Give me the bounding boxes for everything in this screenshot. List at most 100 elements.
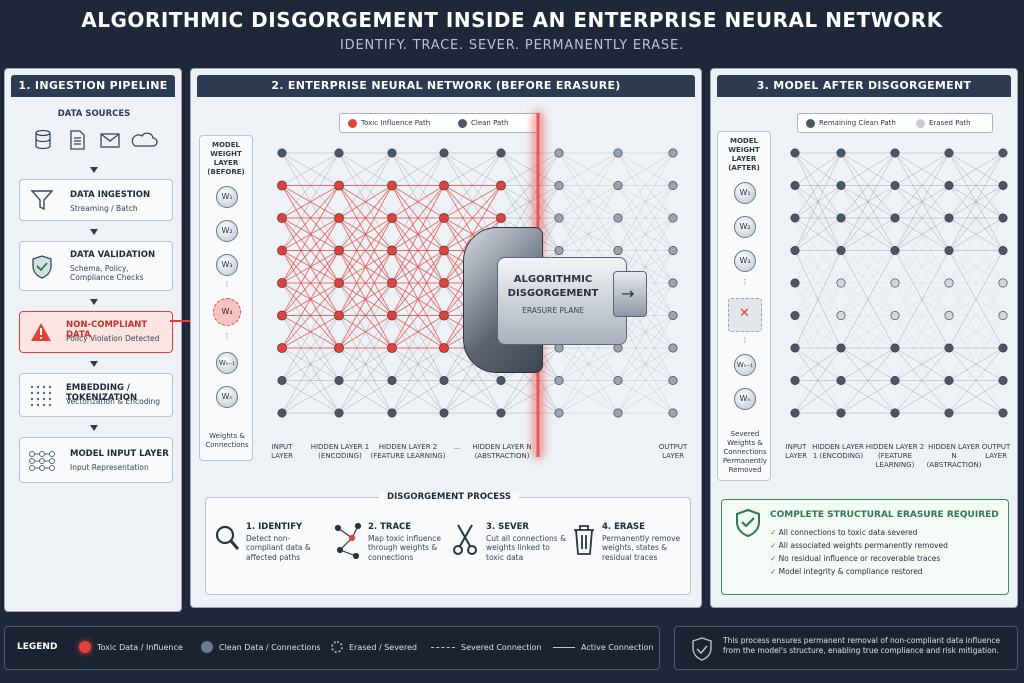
connection-line	[391, 250, 445, 316]
step-embedding: EMBEDDING / TOKENIZATION Vectorization &…	[19, 373, 173, 417]
clean-node	[836, 376, 846, 386]
connection-line	[840, 315, 896, 381]
toxic-node	[334, 180, 344, 191]
connection-line	[281, 217, 340, 284]
step-sub: Streaming / Batch	[70, 204, 138, 213]
connection-line	[617, 282, 674, 381]
ellipsis: ⋮	[741, 336, 749, 344]
step-title: MODEL INPUT LAYER	[70, 449, 169, 459]
connection-line	[840, 282, 896, 349]
check-text: All connections to toxic data severed	[778, 528, 918, 537]
connection-line	[794, 315, 842, 381]
clean-node	[554, 376, 564, 386]
legend-toxic-label: Toxic Influence Path	[361, 119, 431, 127]
clean-node	[668, 311, 678, 321]
toxic-node	[334, 213, 344, 223]
connection-line	[617, 152, 674, 186]
toxic-node	[439, 180, 449, 191]
device-line2: DISGORGEMENT	[507, 288, 599, 299]
shield-check-icon	[32, 255, 52, 279]
connection-line	[617, 152, 674, 219]
toxic-node	[439, 343, 449, 353]
connection-line	[617, 185, 674, 251]
connection-line	[894, 152, 950, 186]
connection-line	[948, 185, 1004, 284]
clean-node	[387, 408, 397, 418]
connection-line	[617, 152, 674, 219]
page-subtitle: IDENTIFY. TRACE. SEVER. PERMANENTLY ERAS…	[340, 38, 684, 53]
connection-line	[281, 152, 340, 251]
connection-line	[391, 185, 445, 284]
connection-line	[617, 217, 674, 316]
connection-line	[558, 152, 619, 186]
connection-line	[894, 282, 950, 349]
connection-line	[794, 185, 842, 251]
connection-line	[338, 282, 393, 381]
clean-node	[554, 180, 564, 190]
clean-node	[998, 408, 1008, 418]
connection-line	[617, 217, 674, 284]
connection-line	[338, 217, 393, 316]
connection-line	[794, 250, 842, 349]
connection-line	[840, 282, 896, 381]
clean-node	[387, 376, 397, 386]
toxic-node	[277, 245, 287, 256]
data-sources-icons	[29, 129, 161, 151]
connection-line	[391, 250, 445, 349]
connection-line	[840, 152, 896, 251]
clean-node	[890, 408, 900, 418]
erased-node	[998, 311, 1008, 321]
connection-line	[443, 152, 502, 251]
weight-node: W₃	[216, 254, 238, 276]
step-data-validation: DATA VALIDATION Schema, Policy, Complian…	[19, 241, 173, 291]
connection-line	[391, 185, 445, 251]
arrow-right-icon: →	[621, 284, 635, 303]
nodes-icon	[29, 451, 55, 471]
scissors-icon	[453, 524, 477, 555]
connection-line	[894, 185, 950, 251]
weight-node: W₁	[734, 182, 756, 204]
compliance-note: This process ensures permanent removal o…	[674, 626, 1018, 670]
clean-node	[277, 408, 287, 418]
sources-svg	[35, 129, 158, 150]
connection-line	[894, 250, 950, 316]
connection-line	[558, 217, 619, 251]
ellipsis: ⋮	[223, 332, 231, 340]
connection-line	[558, 185, 619, 251]
connection-line	[948, 250, 1004, 349]
connection-line	[894, 347, 950, 414]
clean-node	[554, 246, 564, 256]
connection-line	[338, 152, 393, 251]
layer-label: HIDDEN LAYER 1 (ENCODING)	[812, 443, 864, 461]
step-title: EMBEDDING / TOKENIZATION	[66, 383, 138, 403]
clean-node	[613, 213, 623, 223]
clean-node	[439, 408, 449, 418]
erased-node	[944, 278, 954, 288]
clean-node	[439, 376, 449, 386]
erased-node	[836, 278, 846, 288]
connection-line	[281, 152, 340, 186]
connection-line	[443, 152, 502, 219]
connection-line	[948, 152, 1004, 219]
clean-node	[554, 408, 564, 418]
connection-line	[338, 152, 393, 219]
connection-line	[391, 282, 445, 381]
step-sub: Input Representation	[70, 463, 149, 472]
connection-line	[840, 380, 896, 414]
process-title: DISGORGEMENT PROCESS	[206, 492, 692, 502]
clean-node	[613, 246, 623, 256]
connection-line	[281, 315, 340, 381]
clean-node	[944, 376, 954, 386]
toxic-node	[387, 180, 397, 191]
connection-line	[948, 217, 1004, 284]
connection-line	[391, 152, 445, 219]
connection-line	[558, 347, 619, 381]
process-step-erase: 4. ERASE Permanently remove weights, sta…	[572, 522, 688, 586]
toxic-node	[387, 278, 397, 288]
clean-node	[998, 376, 1008, 386]
process-step-title: 3. SEVER	[486, 522, 529, 532]
connection-line	[443, 152, 502, 186]
connection-line	[338, 250, 393, 349]
model-after-panel: 3. MODEL AFTER DISGORGEMENT Remaining Cl…	[710, 68, 1018, 608]
shield-check-icon	[736, 508, 760, 538]
